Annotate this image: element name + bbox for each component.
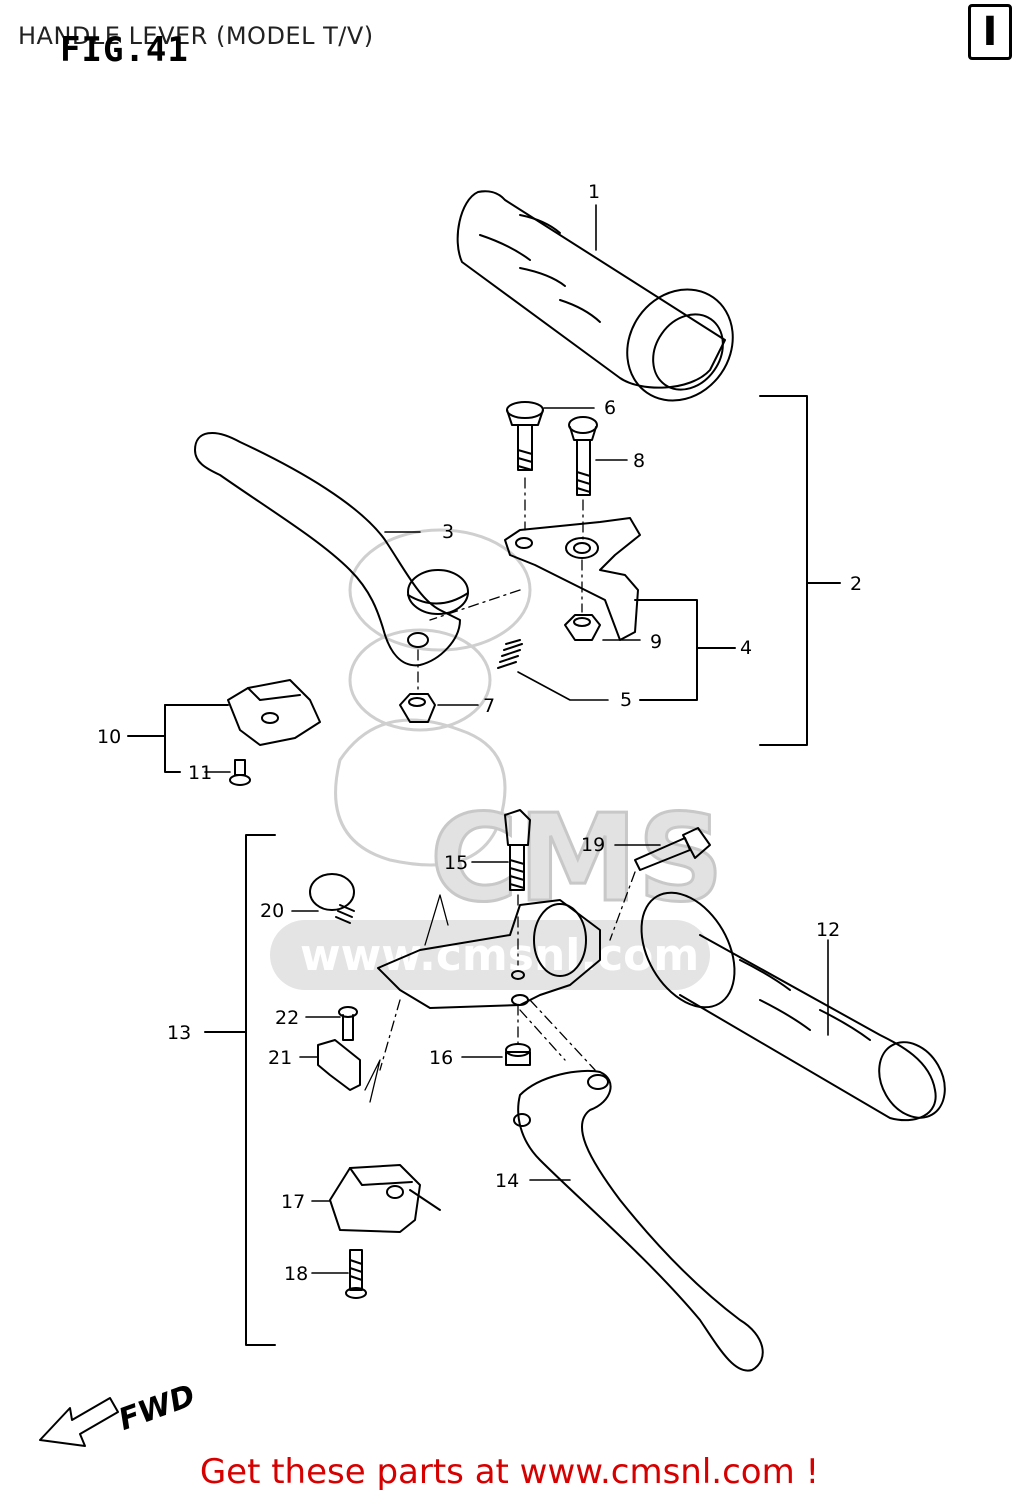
callout-8: 8: [633, 450, 645, 472]
callout-3: 3: [442, 521, 454, 543]
watermark-logo: CMS www.cmsnl.com: [270, 528, 725, 990]
callout-16: 16: [429, 1047, 453, 1069]
screw-part-11: [229, 759, 251, 786]
switch-part-10: [227, 679, 321, 746]
lever-bracket-part-4: [504, 517, 641, 641]
section-indicator: I: [968, 4, 1012, 60]
footer-link-text[interactable]: Get these parts at www.cmsnl.com !: [199, 1452, 820, 1492]
callout-4: 4: [740, 637, 752, 659]
right-grip-part-1: [456, 190, 734, 402]
switch-part-17: [329, 1164, 441, 1233]
leader-lines: [204, 204, 829, 1274]
callout-6: 6: [604, 397, 616, 419]
left-grip-part-12: [640, 891, 946, 1122]
callout-10: 10: [97, 726, 121, 748]
group-bracket-part-10: [127, 704, 229, 773]
callout-15: 15: [444, 852, 468, 874]
clip-part-21: [317, 1039, 361, 1091]
spring-part-5: [497, 639, 523, 669]
nut-part-7: [399, 693, 436, 723]
right-lever-part-14: [513, 1069, 764, 1372]
watermark-logo-text: CMS: [430, 790, 724, 929]
bolt-part-19: [634, 827, 711, 871]
nut-part-16: [505, 1043, 531, 1066]
callout-12: 12: [816, 919, 840, 941]
bolt-part-6: [506, 401, 544, 471]
callout-1: 1: [588, 181, 600, 203]
group-bracket-part-2: [759, 395, 841, 746]
group-bracket-part-4: [634, 599, 736, 701]
watermark-url-text: www.cmsnl.com: [300, 930, 699, 981]
screw-part-18: [345, 1249, 367, 1299]
callout-18: 18: [284, 1263, 308, 1285]
callout-2: 2: [850, 573, 862, 595]
callout-20: 20: [260, 900, 284, 922]
bolt-part-15: [504, 809, 531, 891]
callout-13: 13: [167, 1022, 191, 1044]
assembly-center-lines: [379, 477, 636, 1071]
callout-numbers: 1 2 3 4 5 6 7 8 9 10 11 12 13 14 15 16 1…: [97, 181, 862, 1285]
forward-arrow-icon: [39, 1397, 119, 1447]
callout-11: 11: [188, 762, 212, 784]
diagram-title: HANDLE LEVER (MODEL T/V): [18, 22, 374, 50]
nut-part-9: [564, 614, 601, 641]
group-bracket-part-13: [204, 834, 276, 1346]
callout-5: 5: [620, 689, 632, 711]
callout-9: 9: [650, 631, 662, 653]
forward-label: FWD: [114, 1378, 200, 1438]
callout-19: 19: [581, 834, 605, 856]
bolt-part-8: [568, 416, 598, 496]
callout-17: 17: [281, 1191, 305, 1213]
callout-14: 14: [495, 1170, 519, 1192]
screw-part-22: [338, 1006, 358, 1041]
alignment-lines: [364, 894, 449, 1103]
adjuster-part-20: [309, 873, 355, 924]
callout-7: 7: [483, 695, 495, 717]
figure-number: FIG.41: [60, 30, 189, 70]
lower-bracket-part-13: [377, 899, 601, 1009]
callout-21: 21: [268, 1047, 292, 1069]
left-lever-part-3: [194, 431, 469, 667]
callout-22: 22: [275, 1007, 299, 1029]
